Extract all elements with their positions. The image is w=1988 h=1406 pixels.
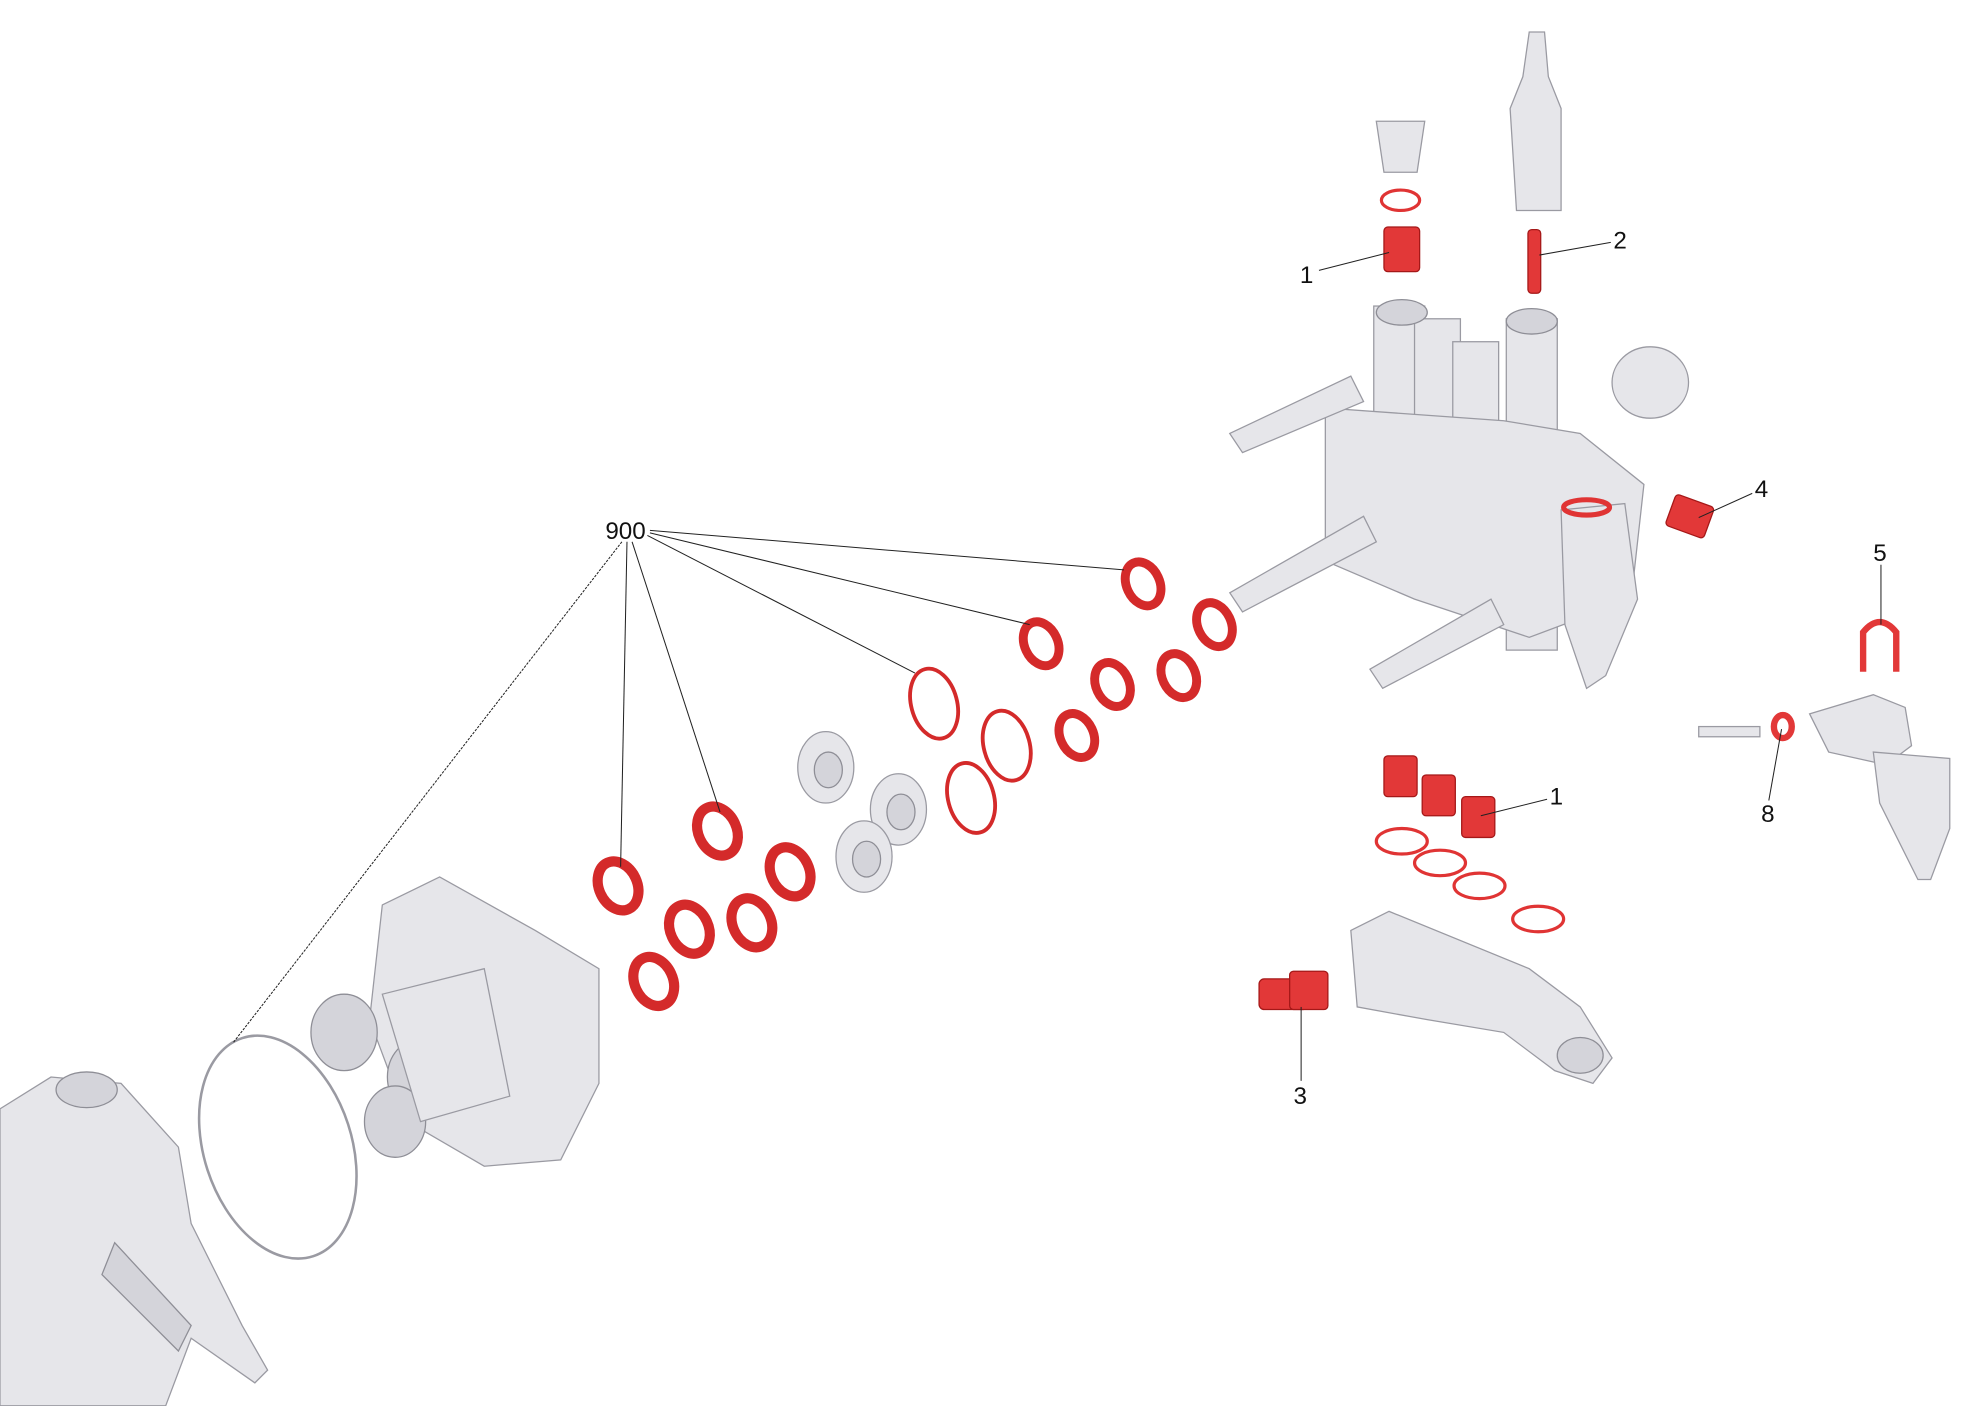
valves-1-lower xyxy=(1374,755,1566,934)
callout-5: 5 xyxy=(1873,540,1886,567)
pump-housing xyxy=(0,1071,269,1406)
fitting-3 xyxy=(1258,970,1329,1011)
lower-manifold xyxy=(1350,910,1613,1085)
large-o-ring xyxy=(197,1034,358,1260)
unloader-assembly xyxy=(1698,694,1951,881)
seal-rings-900 xyxy=(592,557,1237,1012)
cylinder-head xyxy=(1228,31,1690,690)
callout-3: 3 xyxy=(1293,1083,1306,1110)
seal-retainers xyxy=(797,731,928,893)
callout-4: 4 xyxy=(1755,476,1768,503)
clip-5 xyxy=(1859,618,1900,672)
callout-8: 8 xyxy=(1761,801,1774,828)
callout-1-lower: 1 xyxy=(1550,783,1563,810)
callout-2: 2 xyxy=(1613,228,1626,255)
callout-leaders xyxy=(232,241,1882,1081)
valve-plate xyxy=(310,876,600,1167)
callout-1-top: 1 xyxy=(1300,262,1313,289)
valve-1-top xyxy=(1383,226,1421,273)
callout-900: 900 xyxy=(605,518,645,545)
plug-4 xyxy=(1665,494,1715,539)
pin-2 xyxy=(1527,228,1542,294)
washer-8 xyxy=(1770,711,1795,742)
